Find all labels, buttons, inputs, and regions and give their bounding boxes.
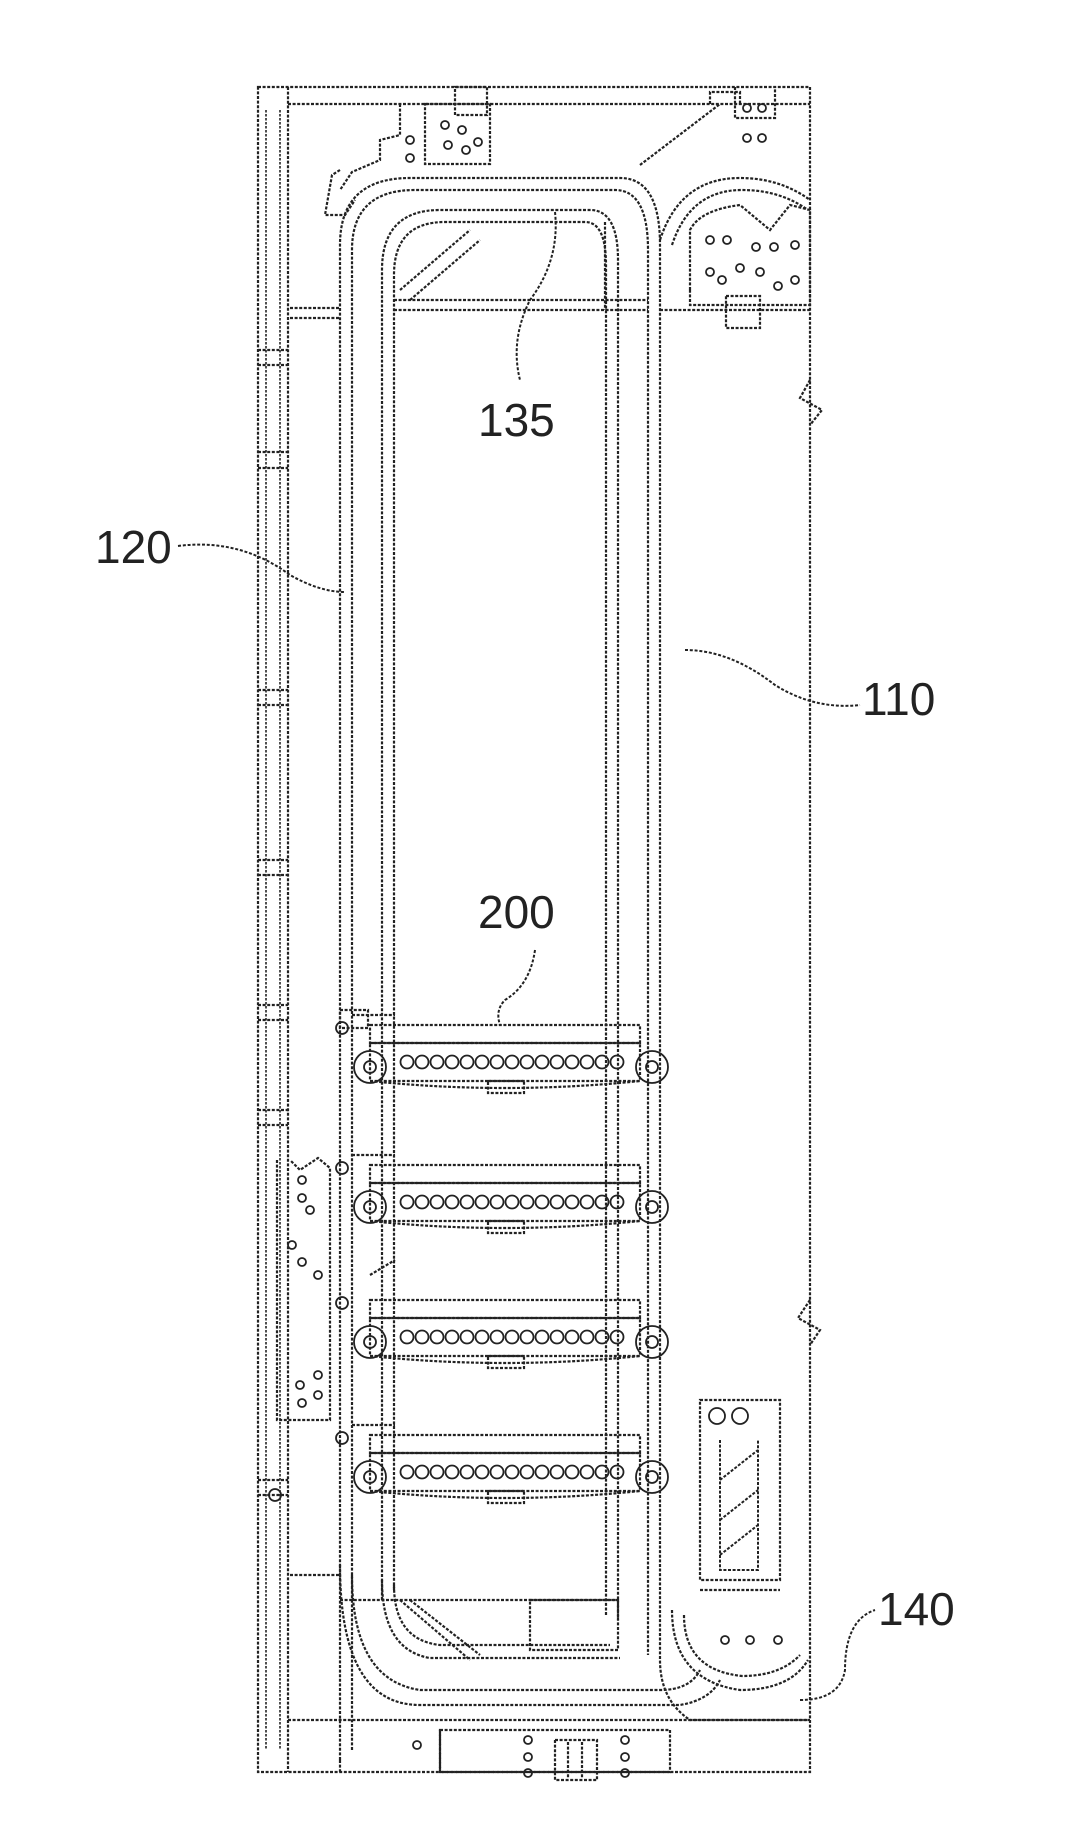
bead (611, 1056, 624, 1069)
label-120: 120 (95, 521, 172, 573)
bead (461, 1331, 474, 1344)
bead (581, 1466, 594, 1479)
bead (476, 1056, 489, 1069)
bead (476, 1331, 489, 1344)
bead (461, 1196, 474, 1209)
bead (551, 1056, 564, 1069)
bead (401, 1196, 414, 1209)
bead (506, 1466, 519, 1479)
bead (566, 1196, 579, 1209)
bead (551, 1331, 564, 1344)
bead (476, 1196, 489, 1209)
bead (431, 1331, 444, 1344)
bead (446, 1331, 459, 1344)
left-drive-panel (277, 1158, 330, 1420)
reference-numerals: 135 120 110 200 140 (95, 394, 955, 1635)
bead (401, 1056, 414, 1069)
bead (566, 1466, 579, 1479)
label-140: 140 (878, 1583, 955, 1635)
bead (551, 1466, 564, 1479)
bead (431, 1056, 444, 1069)
bead (566, 1331, 579, 1344)
bead (521, 1331, 534, 1344)
bead (506, 1056, 519, 1069)
bead (581, 1196, 594, 1209)
bead (491, 1196, 504, 1209)
bead (551, 1196, 564, 1209)
label-200: 200 (478, 886, 555, 938)
lower-right-block (700, 1400, 782, 1644)
top-interior (290, 205, 810, 328)
bead (581, 1056, 594, 1069)
bead (566, 1056, 579, 1069)
bead (536, 1056, 549, 1069)
carriage-bead-rows (401, 1056, 624, 1479)
bead (581, 1331, 594, 1344)
bead (461, 1056, 474, 1069)
bead (446, 1196, 459, 1209)
bead (506, 1331, 519, 1344)
bead (476, 1466, 489, 1479)
bead (521, 1056, 534, 1069)
bead (611, 1466, 624, 1479)
bead (521, 1196, 534, 1209)
bead (521, 1466, 534, 1479)
bead (416, 1466, 429, 1479)
bead (491, 1056, 504, 1069)
bead (431, 1196, 444, 1209)
bead (536, 1466, 549, 1479)
bead (431, 1466, 444, 1479)
bead (401, 1331, 414, 1344)
rail-loop (340, 178, 810, 1760)
label-135: 135 (478, 394, 555, 446)
bead (461, 1466, 474, 1479)
bead (416, 1331, 429, 1344)
bead (536, 1196, 549, 1209)
bead (536, 1331, 549, 1344)
bead (446, 1056, 459, 1069)
bead (446, 1466, 459, 1479)
label-110: 110 (862, 673, 935, 725)
bead (416, 1196, 429, 1209)
bead (506, 1196, 519, 1209)
top-bracket-left (325, 87, 775, 215)
bead (416, 1056, 429, 1069)
bead (491, 1331, 504, 1344)
bottom-frame (269, 1489, 810, 1780)
bead (491, 1466, 504, 1479)
bead (401, 1466, 414, 1479)
bead (596, 1196, 609, 1209)
